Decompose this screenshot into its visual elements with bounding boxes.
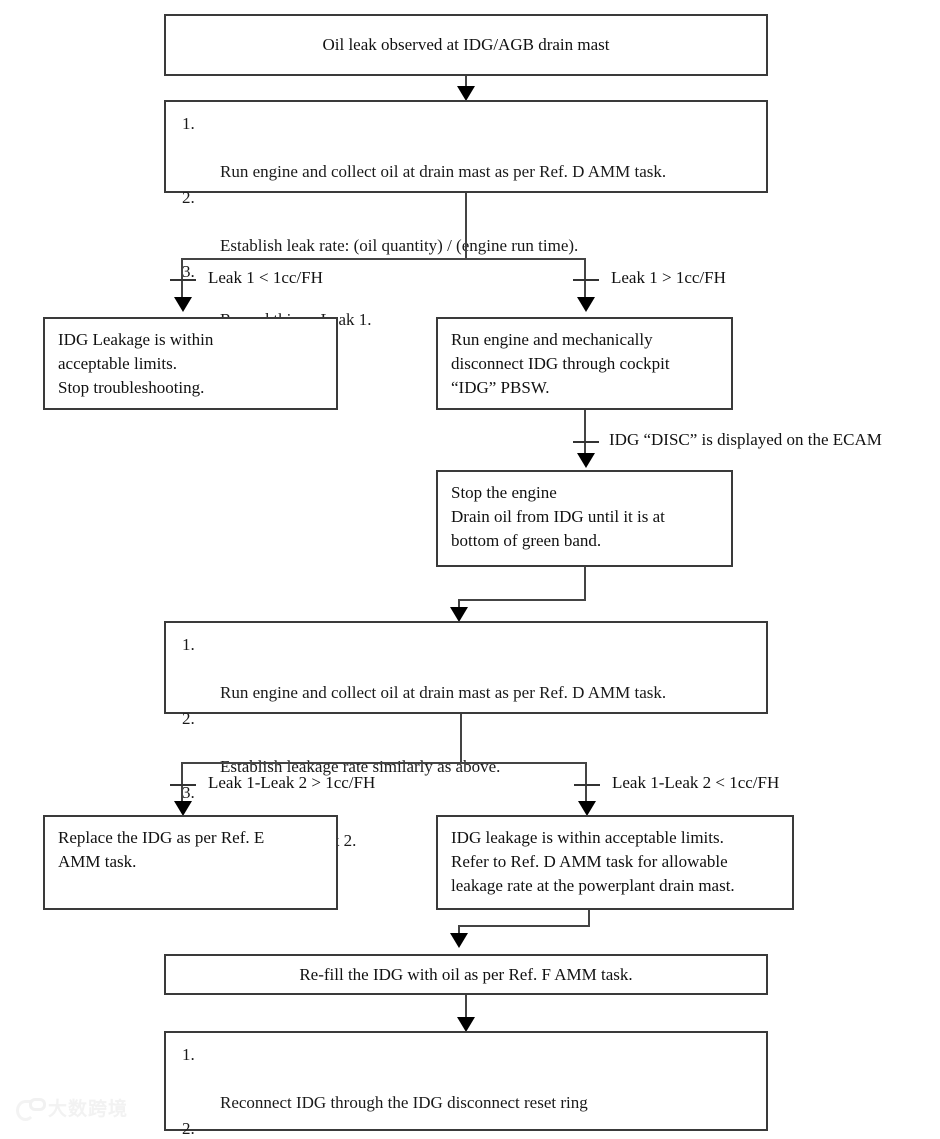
connector-branch2-bus xyxy=(181,762,587,764)
list-item: 1. Reconnect IDG through the IDG disconn… xyxy=(174,1043,756,1115)
arrow-branch1-right xyxy=(577,297,595,312)
node-replace-idg-line1: Replace the IDG as per Ref. E xyxy=(58,828,265,847)
branch2-right-tick xyxy=(574,784,600,786)
arrow-start-to-leak1 xyxy=(457,86,475,101)
node-stop-engine-drain: Stop the engine Drain oil from IDG until… xyxy=(436,470,733,567)
node-within-limits-stop: IDG Leakage is within acceptable limits.… xyxy=(43,317,338,410)
list-item-number: 1. xyxy=(182,114,195,133)
connector-branch1-bus xyxy=(181,258,585,260)
arrow-stopengine-to-leak2 xyxy=(450,607,468,622)
list-item-number: 3. xyxy=(182,783,195,802)
node-refill-idg-label: Re-fill the IDG with oil as per Ref. F A… xyxy=(299,964,633,984)
list-item-number: 1. xyxy=(182,635,195,654)
arrow-disconnect-to-stopengine xyxy=(577,453,595,468)
node-refill-idg: Re-fill the IDG with oil as per Ref. F A… xyxy=(164,954,768,995)
node-disconnect-idg: Run engine and mechanically disconnect I… xyxy=(436,317,733,410)
node-reconnect-steps: 1. Reconnect IDG through the IDG disconn… xyxy=(164,1031,768,1138)
list-item: 2. Establish leakage rate similarly as a… xyxy=(174,707,756,779)
node-stop-engine-line3: bottom of green band. xyxy=(451,531,602,550)
list-item-text: Establish leak rate: (oil quantity) / (e… xyxy=(220,236,579,255)
node-leakage-acceptable-line1: IDG leakage is within acceptable limits. xyxy=(451,828,724,847)
node-leak2-steps: 1. Run engine and collect oil at drain m… xyxy=(164,621,768,850)
connector-acceptable-across xyxy=(458,925,590,927)
arrow-branch2-left xyxy=(174,801,192,816)
arrow-branch2-right xyxy=(578,801,596,816)
list-item-number: 2. xyxy=(182,1119,195,1138)
node-stop-engine-line1: Stop the engine xyxy=(451,483,557,502)
node-within-limits-line1: IDG Leakage is within xyxy=(58,330,214,349)
connector-stopengine-across xyxy=(458,599,586,601)
list-item: 2. Establish leak rate: (oil quantity) /… xyxy=(174,186,756,258)
node-disconnect-idg-line1: Run engine and mechanically xyxy=(451,330,653,349)
branch1-right-tick xyxy=(573,279,599,281)
branch2-left-tick xyxy=(170,784,196,786)
node-replace-idg-line2: AMM task. xyxy=(58,852,137,871)
connector-leak1-stem xyxy=(465,193,467,259)
list-item-number: 2. xyxy=(182,709,195,728)
connector-branch1-left xyxy=(181,258,183,306)
node-replace-idg: Replace the IDG as per Ref. E AMM task. xyxy=(43,815,338,910)
ecam-tick xyxy=(573,441,599,443)
connector-branch2-right xyxy=(585,762,587,810)
watermark-text: 大数跨境 xyxy=(48,1098,129,1120)
arrow-branch1-left xyxy=(174,297,192,312)
connector-disconnect-to-stopengine xyxy=(584,410,586,462)
list-item-number: 2. xyxy=(182,188,195,207)
node-leakage-acceptable: IDG leakage is within acceptable limits.… xyxy=(436,815,794,910)
connector-stopengine-down xyxy=(584,567,586,601)
edge-label-idg-disc-ecam: IDG “DISC” is displayed on the ECAM xyxy=(609,430,882,449)
arrow-refill-to-reconnect xyxy=(457,1017,475,1032)
list-item-text: Reconnect IDG through the IDG disconnect… xyxy=(220,1093,588,1112)
connector-refill-to-reconnect xyxy=(465,995,467,1027)
edge-label-delta-less: Leak 1-Leak 2 < 1cc/FH xyxy=(612,773,780,792)
connector-start-to-leak1 xyxy=(465,76,467,94)
node-leakage-acceptable-line3: leakage rate at the powerplant drain mas… xyxy=(451,876,735,895)
connector-acceptable-down xyxy=(588,910,590,927)
edge-label-leak1-less: Leak 1 < 1cc/FH xyxy=(208,268,323,287)
list-item: 1. Run engine and collect oil at drain m… xyxy=(174,112,756,184)
node-start: Oil leak observed at IDG/AGB drain mast xyxy=(164,14,768,76)
list-item-text: Run engine and collect oil at drain mast… xyxy=(220,683,667,702)
node-within-limits-line2: acceptable limits. xyxy=(58,354,177,373)
list-item: 2. Perform operational test of the IDG d… xyxy=(174,1117,756,1139)
node-start-label: Oil leak observed at IDG/AGB drain mast xyxy=(322,35,610,54)
node-disconnect-idg-line2: disconnect IDG through cockpit xyxy=(451,354,670,373)
list-item-number: 1. xyxy=(182,1045,195,1064)
list-item-number: 3. xyxy=(182,262,195,281)
node-within-limits-line3: Stop troubleshooting. xyxy=(58,378,205,397)
list-item-text: Run engine and collect oil at drain mast… xyxy=(220,162,667,181)
node-disconnect-idg-line3: “IDG” PBSW. xyxy=(451,378,550,397)
connector-leak2-stem xyxy=(460,714,462,763)
node-leakage-acceptable-line2: Refer to Ref. D AMM task for allowable xyxy=(451,852,728,871)
node-leak1-steps: 1. Run engine and collect oil at drain m… xyxy=(164,100,768,329)
list-item-text: Establish leakage rate similarly as abov… xyxy=(220,757,501,776)
top-clipped-text-fragment-left xyxy=(118,0,132,7)
connector-branch2-left xyxy=(181,762,183,810)
arrow-acceptable-to-refill xyxy=(450,933,468,948)
edge-label-delta-greater: Leak 1-Leak 2 > 1cc/FH xyxy=(208,773,376,792)
node-stop-engine-line2: Drain oil from IDG until it is at xyxy=(451,507,665,526)
top-clipped-text-fragment-right xyxy=(458,0,474,7)
watermark-logo-icon xyxy=(16,1097,46,1121)
connector-branch1-right xyxy=(584,258,586,306)
edge-label-leak1-greater: Leak 1 > 1cc/FH xyxy=(611,268,726,287)
branch1-left-tick xyxy=(170,279,196,281)
watermark: 大数跨境 xyxy=(16,1094,128,1121)
list-item: 1. Run engine and collect oil at drain m… xyxy=(174,633,756,705)
